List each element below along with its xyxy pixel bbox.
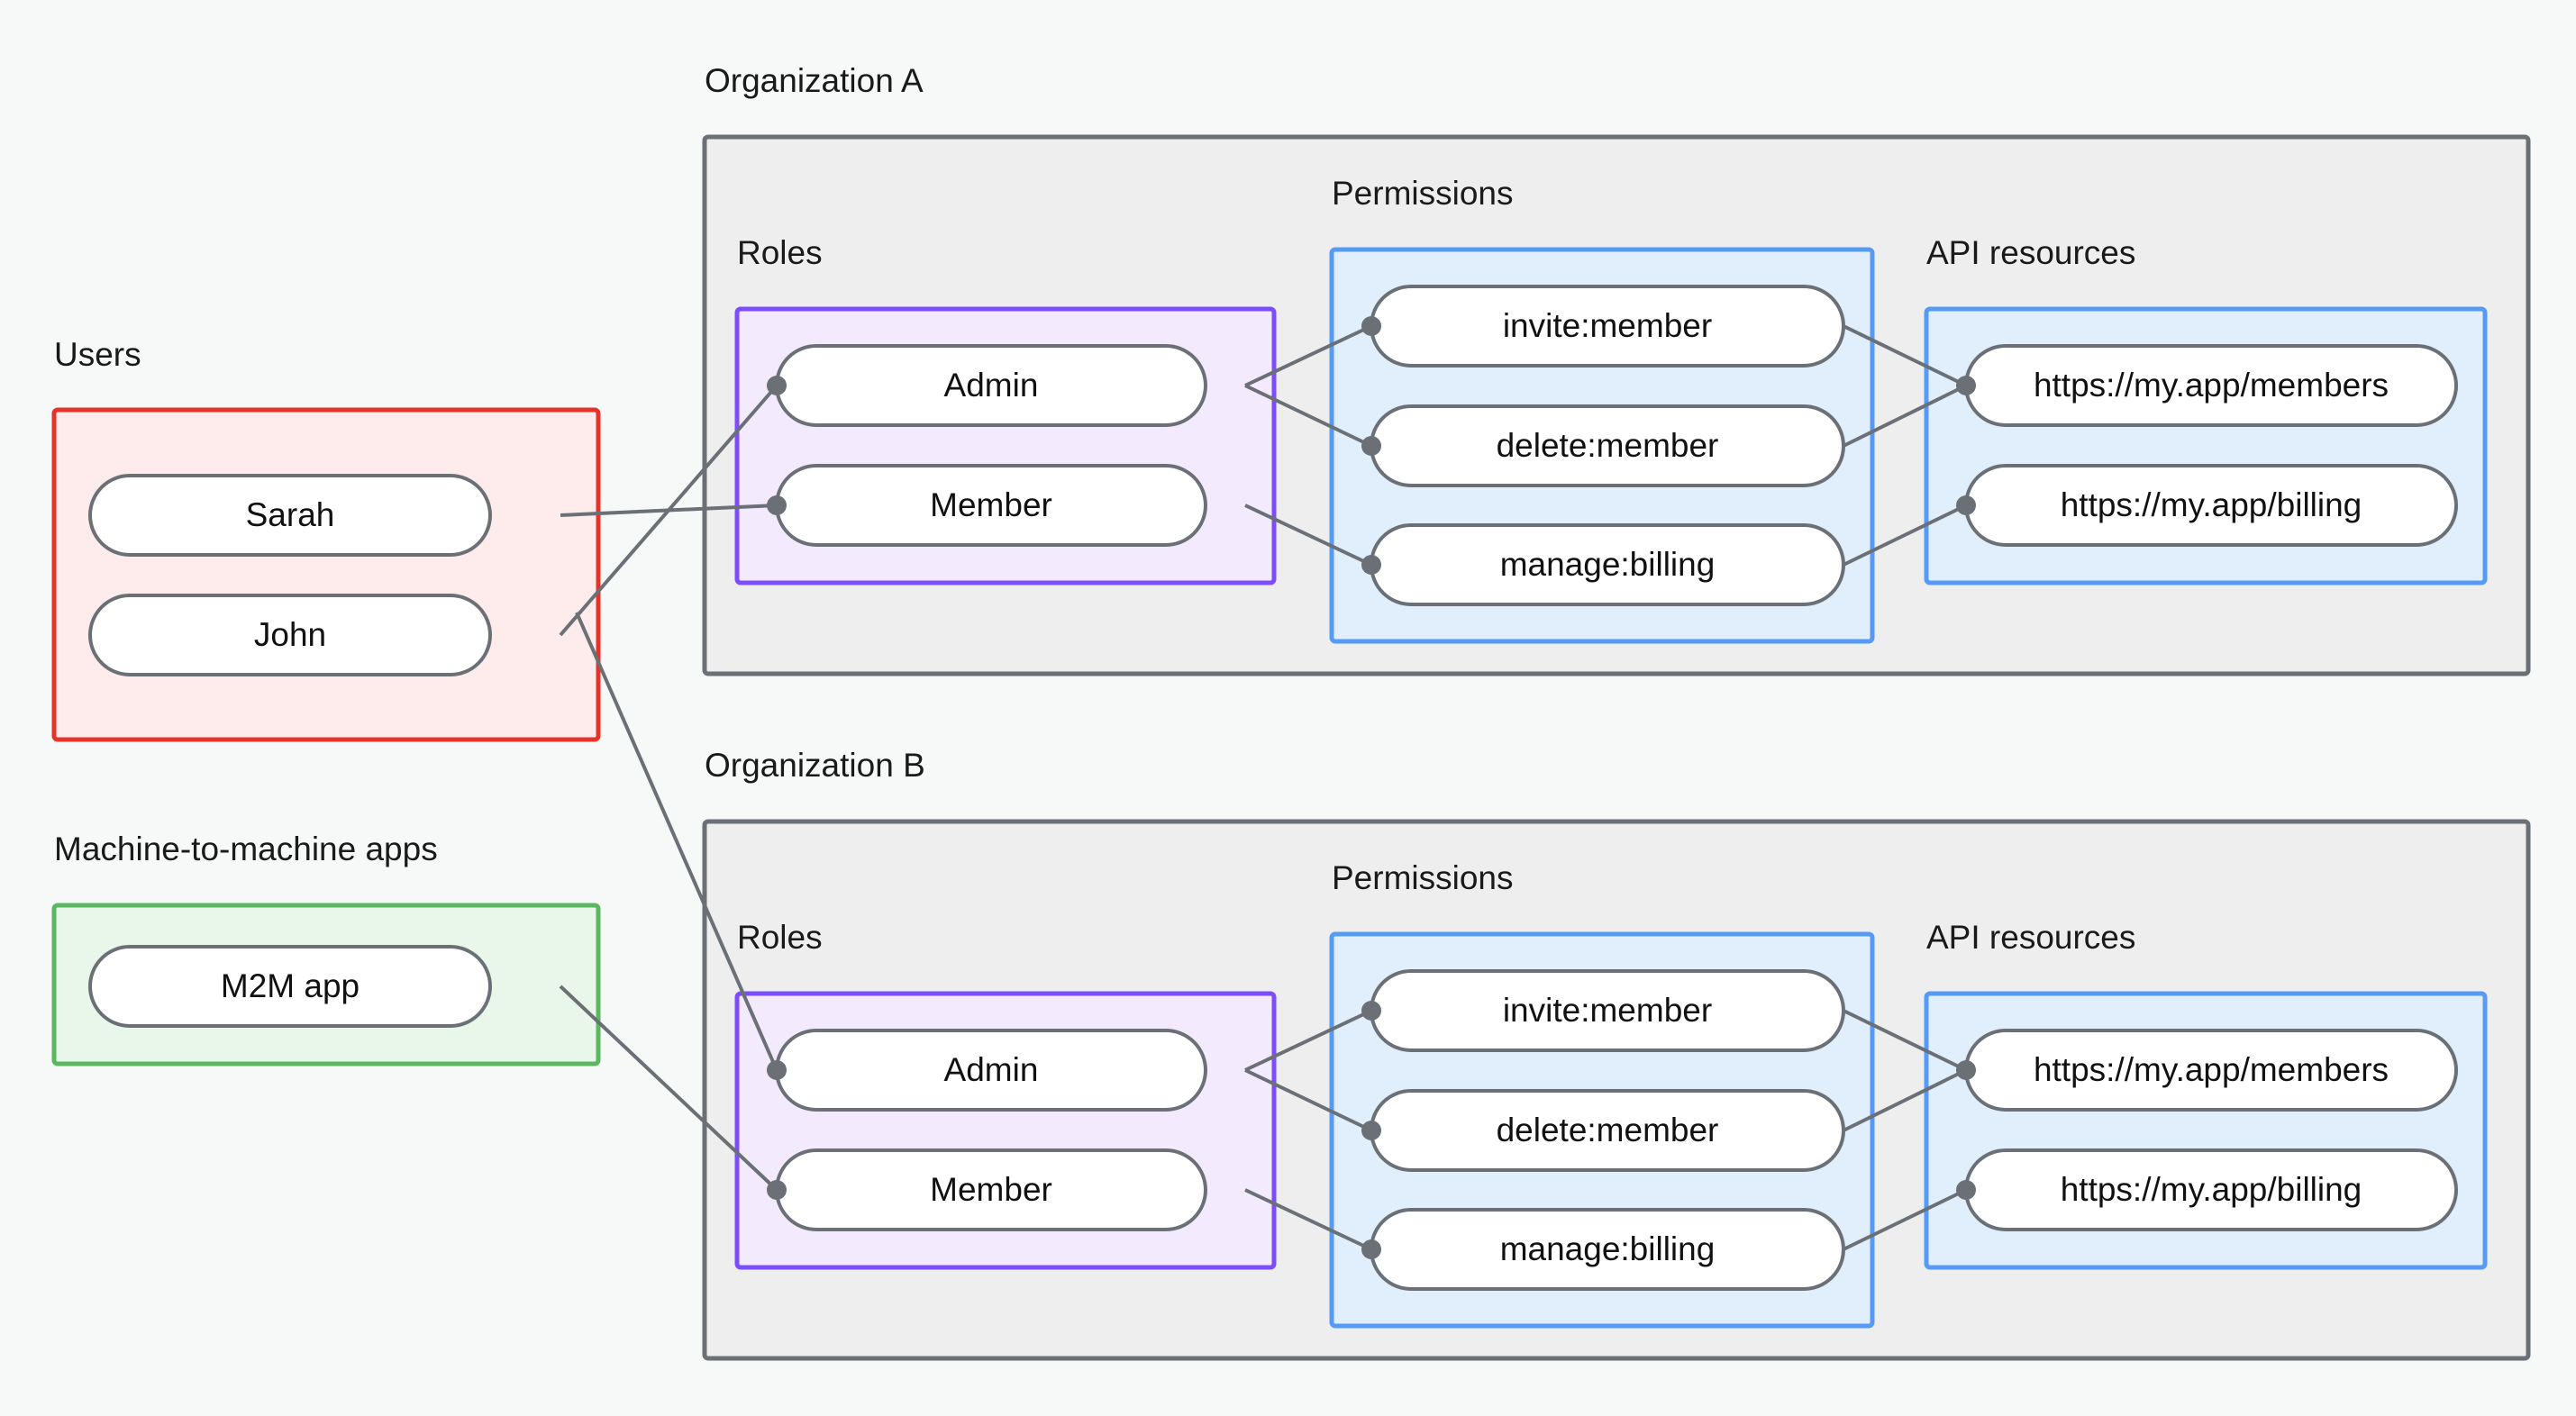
- connector-dot-orga-invite: [1361, 316, 1381, 336]
- org-a-api-resource-items: https://my.app/members https://my.app/bi…: [1964, 344, 2458, 547]
- org-b-permission-label-manage-billing: manage:billing: [1500, 1230, 1716, 1267]
- org-a-permission-label-invite-member: invite:member: [1503, 307, 1712, 344]
- org-b-permissions-label: Permissions: [1332, 859, 1514, 896]
- connector-dot-orga-billing: [1361, 555, 1381, 575]
- m2m-items: M2M app: [88, 945, 492, 1028]
- edge-orgb-admin-to-invite: [1244, 1009, 1372, 1072]
- org-b-api-resource-items: https://my.app/members https://my.app/bi…: [1964, 1029, 2458, 1231]
- org-b-api-resources-label: API resources: [1926, 919, 2135, 956]
- org-a-permission-items: invite:member delete:member manage:billi…: [1370, 285, 1845, 606]
- org-a-label: Organization A: [705, 62, 924, 99]
- org-a-api-label-billing: https://my.app/billing: [2061, 486, 2362, 523]
- org-b-permission-label-invite-member: invite:member: [1503, 992, 1712, 1029]
- org-b-role-label-admin: Admin: [944, 1051, 1039, 1088]
- user-pill-john[interactable]: [88, 594, 492, 676]
- org-a-api-resources-label: API resources: [1926, 234, 2135, 271]
- org-b-label: Organization B: [705, 747, 925, 784]
- connector-dot-orgb-admin: [767, 1060, 787, 1080]
- users-items: Sarah John: [88, 474, 492, 676]
- edge-orgb-billing-to-billing: [1843, 1188, 1967, 1251]
- org-b-permission-label-delete-member: delete:member: [1497, 1112, 1719, 1148]
- org-a-api-label-members: https://my.app/members: [2034, 367, 2389, 404]
- connector-dot-layer: [767, 316, 1976, 1259]
- connector-dot-orgb-api-members: [1956, 1060, 1976, 1080]
- connector-dot-orga-delete: [1361, 436, 1381, 456]
- connector-dot-orga-admin: [767, 376, 787, 395]
- connector-dot-orgb-api-billing: [1956, 1180, 1976, 1200]
- edge-orga-billing-to-billing: [1843, 504, 1967, 567]
- edge-john-to-orga-admin: [559, 384, 778, 637]
- connector-dot-orgb-invite: [1361, 1001, 1381, 1021]
- org-a-roles-items: Admin Member: [775, 344, 1207, 547]
- connector-dot-orga-api-billing: [1956, 495, 1976, 515]
- org-b-permission-items: invite:member delete:member manage:billi…: [1370, 969, 1845, 1291]
- users-box: [51, 407, 601, 742]
- org-a-permission-label-delete-member: delete:member: [1497, 427, 1719, 464]
- org-b-api-label-members: https://my.app/members: [2034, 1051, 2389, 1088]
- edge-orgb-invite-to-members: [1843, 1009, 1967, 1072]
- edge-orga-member-to-billing: [1244, 504, 1372, 567]
- edge-layer: [559, 324, 1967, 1251]
- connector-dot-orgb-billing: [1361, 1239, 1381, 1259]
- edge-orga-delete-to-members: [1843, 384, 1967, 448]
- connector-dot-orga-member: [767, 495, 787, 515]
- org-b-roles-label: Roles: [737, 919, 823, 956]
- edge-orga-admin-to-delete: [1244, 384, 1372, 448]
- org-b-api-label-billing: https://my.app/billing: [2061, 1171, 2362, 1208]
- user-pill-sarah[interactable]: [88, 474, 492, 557]
- edge-orga-admin-to-invite: [1244, 324, 1372, 387]
- org-b-role-label-member: Member: [930, 1171, 1052, 1208]
- m2m-pill-app[interactable]: [88, 945, 492, 1028]
- edge-orgb-admin-to-delete: [1244, 1068, 1372, 1132]
- edge-orga-invite-to-members: [1843, 324, 1967, 387]
- org-a-roles-label: Roles: [737, 234, 823, 271]
- org-a-permission-label-manage-billing: manage:billing: [1500, 546, 1716, 583]
- users-label: Users: [54, 336, 141, 373]
- connector-dot-orgb-delete: [1361, 1121, 1381, 1140]
- org-a-role-label-member: Member: [930, 486, 1052, 523]
- edge-orgb-member-to-billing: [1244, 1188, 1372, 1251]
- edge-m2m-to-orgb-member: [559, 985, 778, 1192]
- org-b-roles-items: Admin Member: [775, 1029, 1207, 1231]
- m2m-label-app: M2M app: [221, 967, 360, 1004]
- org-a-role-label-admin: Admin: [944, 367, 1039, 404]
- connector-dot-orga-api-members: [1956, 376, 1976, 395]
- org-a-permissions-label: Permissions: [1332, 175, 1514, 212]
- connector-dot-orgb-member: [767, 1180, 787, 1200]
- m2m-label: Machine-to-machine apps: [54, 831, 438, 867]
- edge-john-to-orgb-admin: [575, 612, 778, 1071]
- user-label-john: John: [254, 616, 326, 653]
- user-label-sarah: Sarah: [246, 496, 335, 533]
- edge-orgb-delete-to-members: [1843, 1068, 1967, 1132]
